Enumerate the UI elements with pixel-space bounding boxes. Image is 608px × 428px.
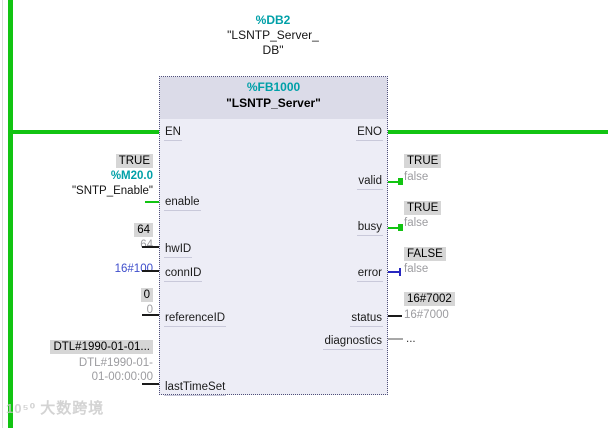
hwid-operand[interactable]: 64 (140, 239, 153, 251)
error-monitor-value: FALSE (404, 247, 446, 261)
busy-wire-endpoint (398, 224, 403, 231)
lasttimeset-wire (142, 383, 159, 385)
instance-db-name-line2[interactable]: DB" (262, 43, 284, 57)
pin-valid[interactable]: valid (357, 175, 383, 190)
instance-db-address[interactable]: %DB2 (255, 13, 291, 27)
block-title[interactable]: "LSNTP_Server" (226, 96, 321, 110)
instance-db-annotation[interactable]: %DB2 "LSNTP_Server_ DB" (167, 13, 379, 58)
diagnostics-wire (388, 338, 403, 340)
enable-wire (145, 201, 159, 203)
referenceid-operand[interactable]: 0 (146, 304, 153, 316)
diagnostics-operand[interactable]: ... (406, 333, 416, 345)
pin-hwid[interactable]: hwID (164, 243, 193, 258)
referenceid-monitor-value: 0 (0, 288, 153, 302)
pin-connid[interactable]: connID (164, 267, 203, 282)
pin-enable[interactable]: enable (164, 196, 201, 211)
pin-busy[interactable]: busy (356, 221, 383, 236)
error-wire-endpoint (399, 268, 401, 276)
busy-operand[interactable]: false (404, 217, 429, 229)
enable-operand[interactable]: "SNTP_Enable" (71, 185, 153, 197)
valid-operand[interactable]: false (404, 171, 429, 183)
pin-diagnostics[interactable]: diagnostics (323, 335, 383, 350)
lasttimeset-operand-line2[interactable]: 01-00:00:00 (91, 371, 153, 383)
block-address[interactable]: %FB1000 (246, 80, 301, 94)
lasttimeset-monitor-value: DTL#1990-01-01... (0, 340, 153, 354)
function-block-lsntp-server[interactable]: %FB1000 "LSNTP_Server" EN enable hwID co… (159, 76, 388, 396)
lasttimeset-operand-line1[interactable]: DTL#1990-01- (78, 357, 153, 369)
status-operand[interactable]: 16#7000 (404, 309, 449, 321)
pin-referenceid[interactable]: referenceID (164, 312, 227, 327)
connid-operand[interactable]: 16#100 (114, 263, 153, 275)
eno-wire (388, 130, 608, 134)
watermark-text: 大数跨境 (40, 400, 105, 417)
hwid-monitor-value: 64 (0, 223, 153, 237)
valid-wire-endpoint (398, 178, 403, 185)
valid-wire (388, 181, 400, 183)
valid-monitor-value: TRUE (404, 154, 442, 168)
error-operand[interactable]: false (404, 263, 429, 275)
busy-wire (388, 227, 400, 229)
watermark-logo: 10⁵⁰ (6, 401, 37, 416)
editor-margin-line (2, 0, 3, 428)
block-header[interactable]: %FB1000 "LSNTP_Server" (160, 77, 387, 119)
busy-monitor-value: TRUE (404, 201, 442, 215)
pin-eno[interactable]: ENO (356, 126, 383, 141)
pin-en[interactable]: EN (164, 126, 182, 141)
pin-error[interactable]: error (356, 267, 383, 282)
en-wire (13, 130, 159, 134)
instance-db-name-line1[interactable]: "LSNTP_Server_ (227, 28, 319, 42)
enable-monitor-value: TRUE (0, 154, 153, 168)
hwid-wire (142, 246, 159, 248)
status-monitor-value: 16#7002 (404, 292, 455, 306)
power-rail (8, 0, 13, 428)
connid-wire (142, 270, 159, 272)
status-wire (388, 315, 402, 317)
pin-status[interactable]: status (350, 312, 383, 327)
pin-lasttimeset[interactable]: lastTimeSet (164, 381, 227, 396)
enable-address[interactable]: %M20.0 (110, 170, 153, 182)
error-wire (388, 271, 400, 273)
referenceid-wire (142, 314, 159, 316)
